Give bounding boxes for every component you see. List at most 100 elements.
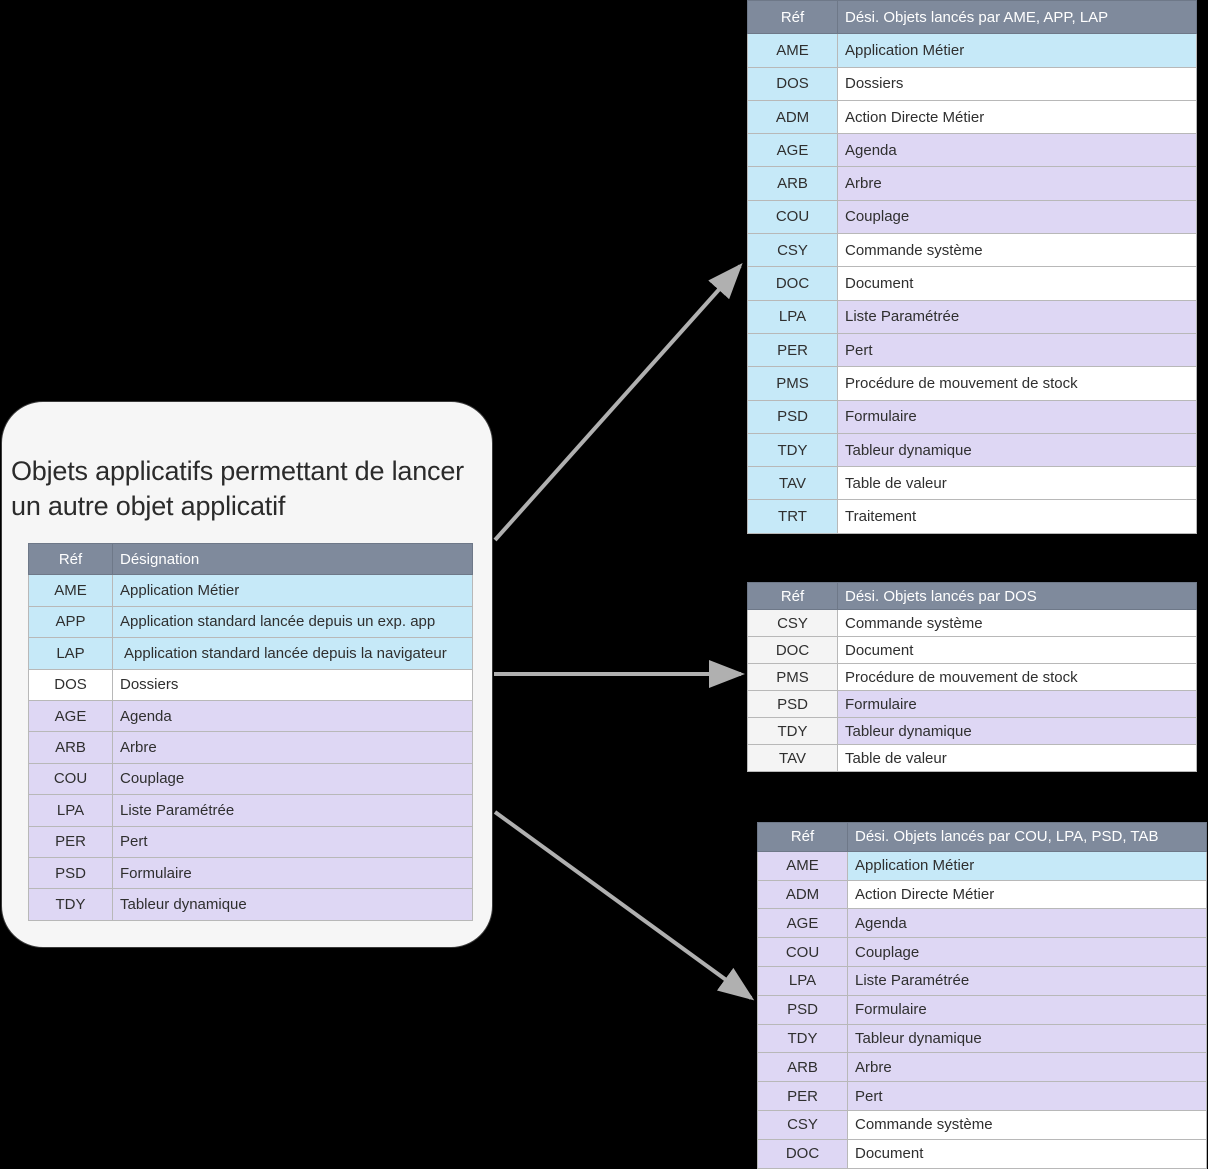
cell-ref: COU: [28, 762, 113, 796]
cell-ref: ARB: [747, 166, 838, 201]
cell-designation: Liste Paramétrée: [847, 965, 1207, 996]
arrow-to-ame-table: [493, 263, 743, 542]
column-header-ref: Réf: [757, 822, 848, 852]
cell-ref: LPA: [757, 965, 848, 996]
cell-ref: TAV: [747, 466, 838, 501]
page-title: Objets applicatifs permettant de lancer …: [11, 456, 464, 521]
cell-designation: Pert: [112, 825, 473, 858]
cell-designation: Liste Paramétrée: [837, 299, 1197, 334]
cell-ref: AME: [757, 850, 848, 881]
cell-ref: PER: [28, 825, 113, 858]
cell-designation: Application Métier: [837, 33, 1197, 68]
cell-designation: Tableur dynamique: [112, 888, 473, 921]
cell-designation: Application Métier: [112, 574, 473, 607]
cell-designation: Pert: [837, 332, 1197, 368]
cell-ref: AGE: [28, 699, 113, 733]
cell-designation: Formulaire: [112, 856, 473, 890]
column-header-ref: Réf: [28, 542, 113, 576]
cell-designation: Document: [837, 636, 1197, 664]
cell-ref: AME: [28, 574, 113, 607]
table-objets-lances-par-cou-lpa-psd-tab: Réf Dési. Objets lancés par COU, LPA, PS…: [757, 822, 1207, 1169]
cell-ref: ADM: [757, 879, 848, 910]
cell-designation: Tableur dynamique: [837, 717, 1197, 745]
cell-designation: Formulaire: [847, 994, 1207, 1025]
cell-designation: Tableur dynamique: [837, 432, 1197, 468]
cell-ref: DOS: [747, 66, 838, 101]
table-header-row: Réf Désignation: [28, 542, 473, 576]
cell-ref: TDY: [747, 717, 838, 745]
cell-designation: Arbre: [112, 731, 473, 764]
table-header-row: Réf Dési. Objets lancés par DOS: [747, 582, 1197, 610]
cell-designation: Tableur dynamique: [847, 1023, 1207, 1054]
cell-designation: Commande système: [837, 233, 1197, 268]
cell-designation: Couplage: [847, 937, 1207, 967]
cell-ref: DOC: [757, 1138, 848, 1169]
cell-ref: PSD: [757, 994, 848, 1025]
cell-designation: Table de valeur: [837, 466, 1197, 501]
cell-ref: TDY: [28, 888, 113, 921]
cell-ref: LPA: [28, 794, 113, 827]
cell-ref: DOC: [747, 266, 838, 301]
cell-designation: Commande système: [847, 1109, 1207, 1140]
cell-designation: Traitement: [837, 499, 1197, 534]
column-header-designation: Dési. Objets lancés par COU, LPA, PSD, T…: [847, 822, 1207, 852]
cell-designation: Formulaire: [837, 690, 1197, 718]
cell-designation: Arbre: [847, 1052, 1207, 1083]
cell-designation: Procédure de mouvement de stock: [837, 366, 1197, 401]
main-callout-box: Objets applicatifs permettant de lancer …: [1, 401, 493, 948]
cell-ref: LPA: [747, 299, 838, 334]
cell-ref: TAV: [747, 744, 838, 772]
cell-ref: ARB: [28, 731, 113, 764]
cell-ref: CSY: [747, 609, 838, 637]
cell-ref: CSY: [757, 1109, 848, 1140]
cell-designation: Document: [837, 266, 1197, 301]
cell-designation: Procédure de mouvement de stock: [837, 663, 1197, 691]
table-objets-lances-par-ame-app-lap: Réf Dési. Objets lancés par AME, APP, LA…: [747, 0, 1197, 534]
cell-designation: Formulaire: [837, 399, 1197, 434]
cell-ref: TDY: [747, 432, 838, 468]
cell-ref: COU: [757, 937, 848, 967]
arrow-to-cou-table: [493, 810, 755, 1001]
cell-designation: Liste Paramétrée: [112, 794, 473, 827]
cell-ref: AME: [747, 33, 838, 68]
cell-ref: ADM: [747, 99, 838, 135]
cell-designation: Agenda: [847, 908, 1207, 939]
cell-designation: Application standard lancée depuis un ex…: [112, 605, 473, 639]
cell-ref: ARB: [757, 1052, 848, 1083]
column-header-designation: Désignation: [112, 542, 473, 576]
cell-ref: PSD: [28, 856, 113, 890]
